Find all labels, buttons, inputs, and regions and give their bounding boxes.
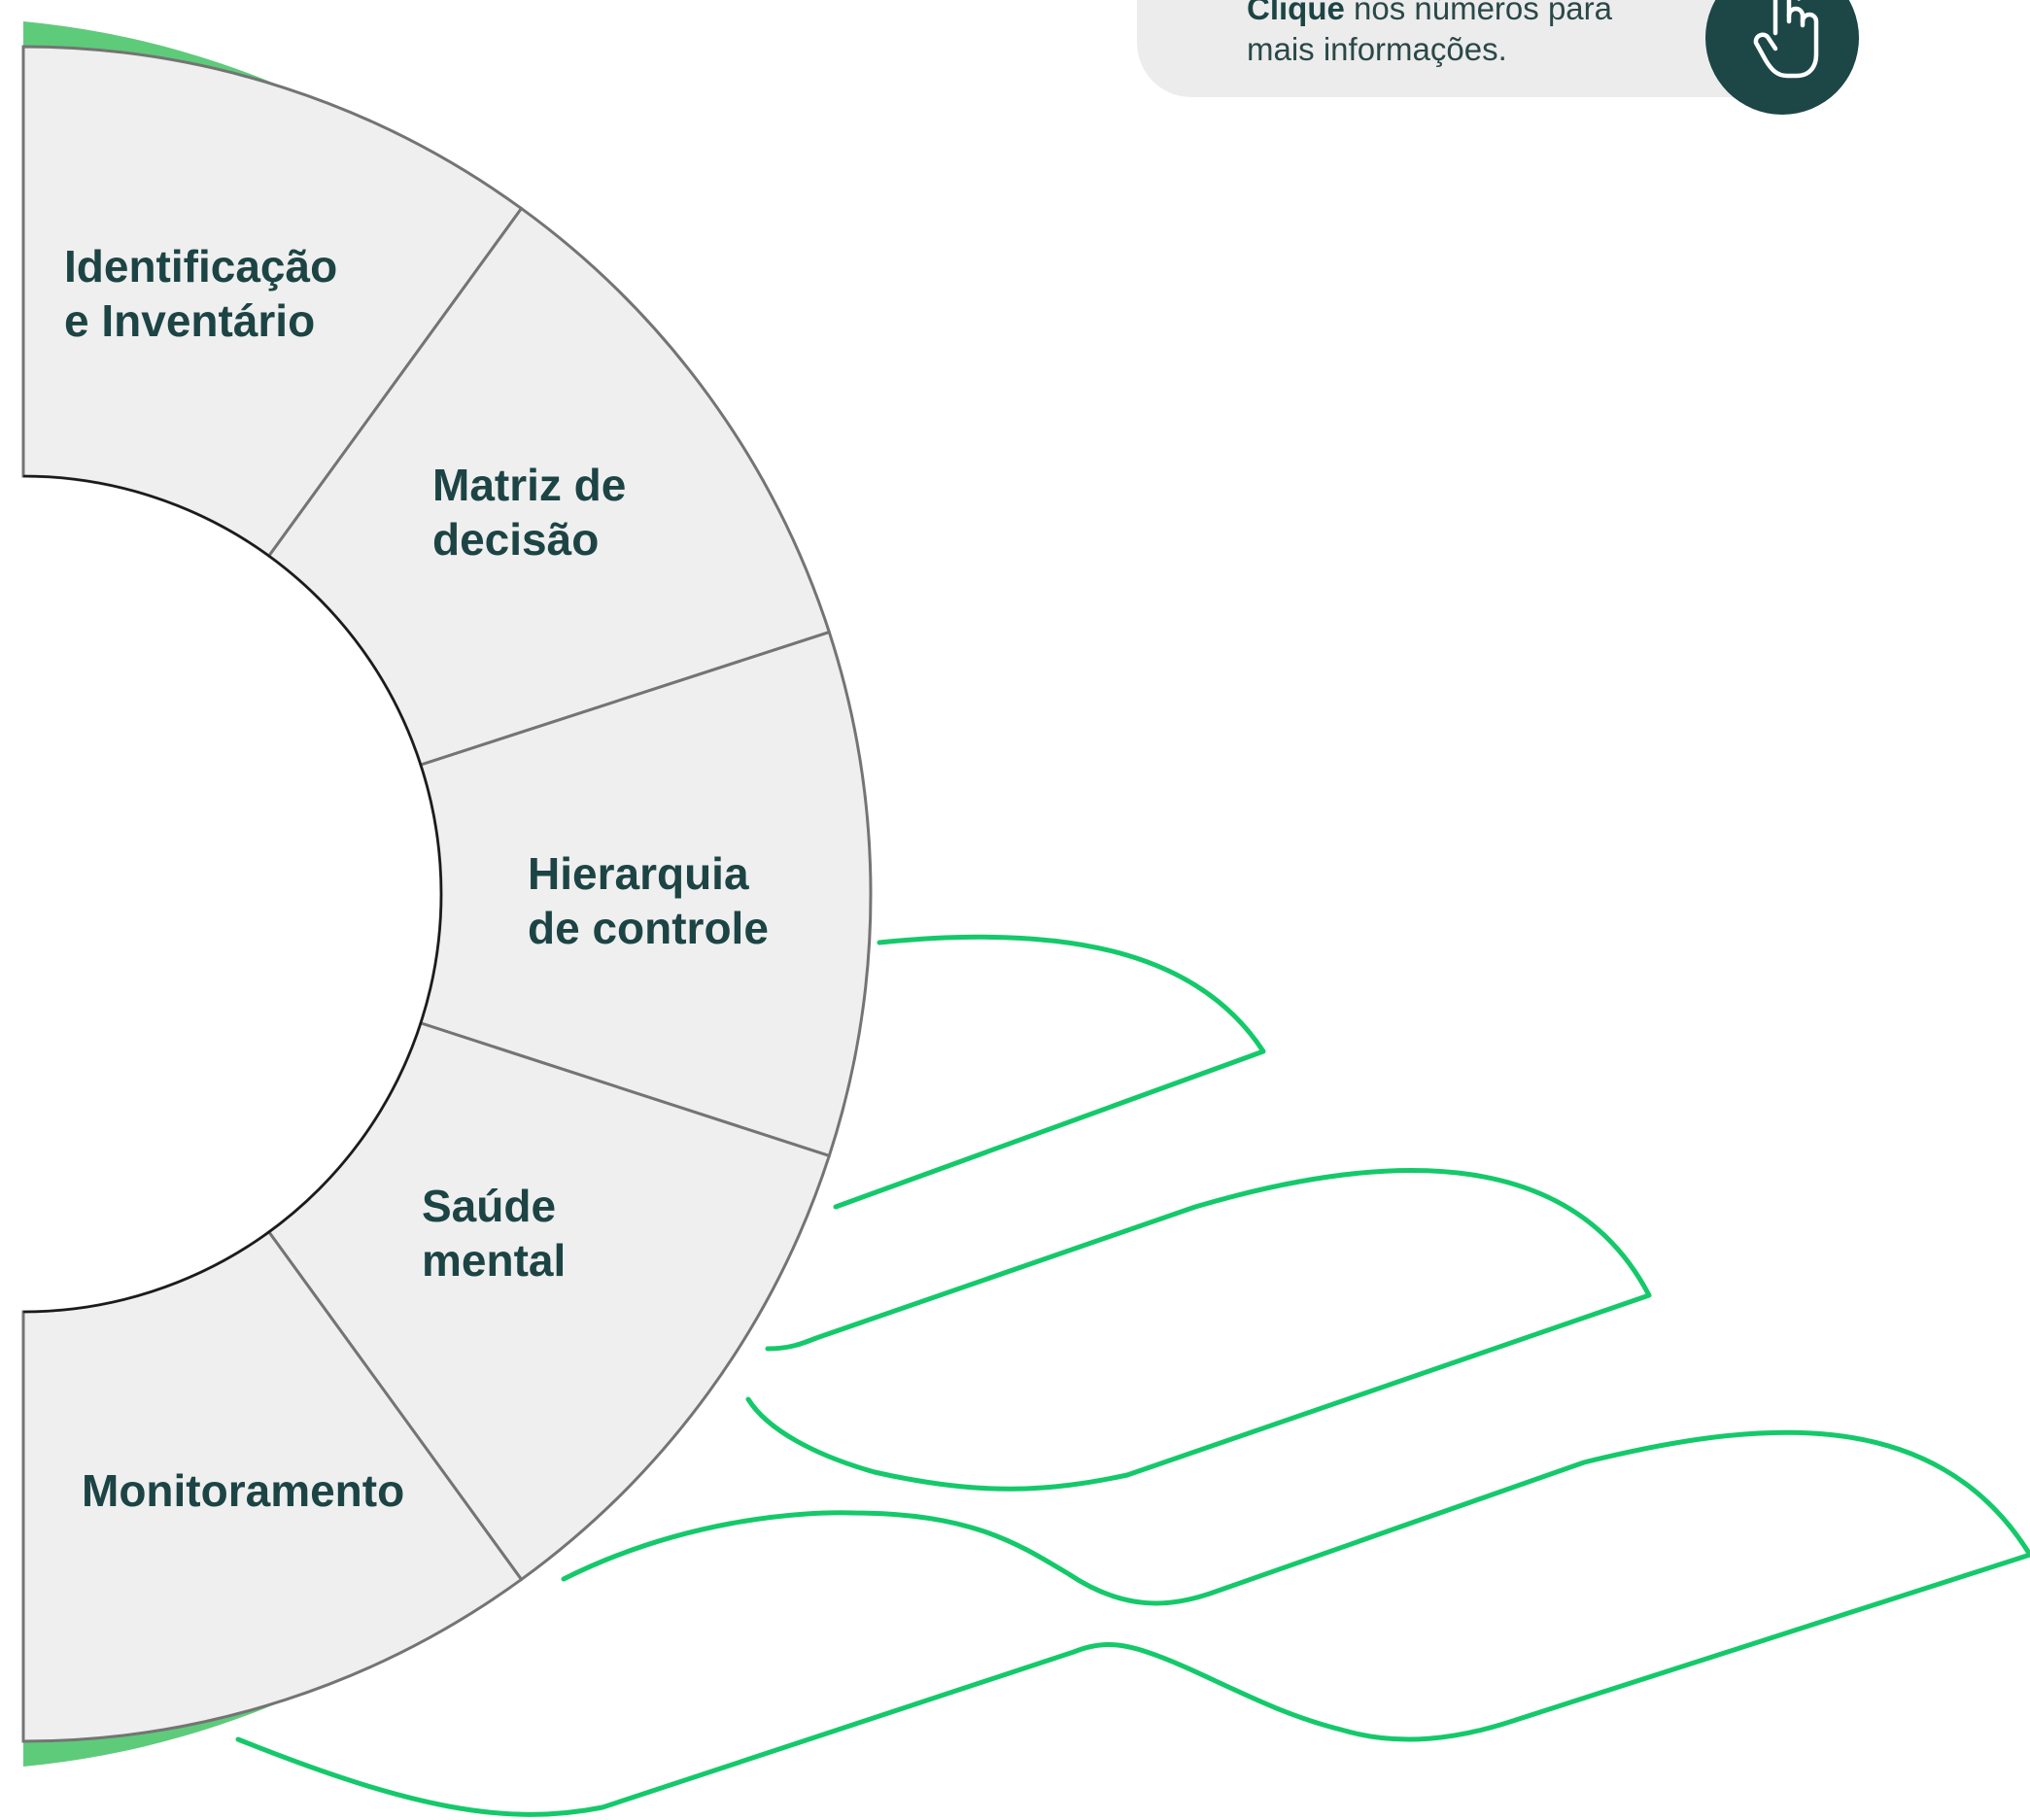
wheel-segment-label: Monitoramento: [82, 1465, 404, 1516]
wheel-segment-label-line1: Matriz de: [432, 460, 626, 510]
wave-line: [745, 1168, 1652, 1492]
wheel-segment-label-line1: Identificação: [64, 241, 337, 292]
hint-action-word: Clique: [1247, 0, 1345, 26]
wave-line: [833, 934, 1266, 1210]
wheel-segment[interactable]: Monitoramento: [21, 1229, 524, 1743]
wheel-segment-label-line1: Monitoramento: [82, 1465, 404, 1516]
wheel-segment-label-line2: decisão: [432, 514, 599, 565]
hint-line2: mais informações.: [1247, 31, 1507, 67]
hint-text: Clique nos números para mais informações…: [1247, 0, 1674, 70]
wheel-segment-label-line1: Hierarquia: [528, 848, 749, 899]
inner-circle-edge: [22, 474, 443, 1314]
wheel-segment-label-line2: mental: [422, 1235, 566, 1286]
wave-line: [235, 1429, 2030, 1817]
wave-decoration: [235, 934, 2030, 1817]
hint-line1-rest: nos números para: [1344, 0, 1612, 26]
tap-hint-button[interactable]: [1705, 0, 1859, 115]
tap-hand-icon: [1753, 0, 1819, 79]
wheel-segment-label-line2: de controle: [528, 903, 769, 953]
wheel-segment-label-line1: Saúde: [422, 1181, 556, 1231]
wheel-segment-label-line2: e Inventário: [64, 295, 315, 346]
